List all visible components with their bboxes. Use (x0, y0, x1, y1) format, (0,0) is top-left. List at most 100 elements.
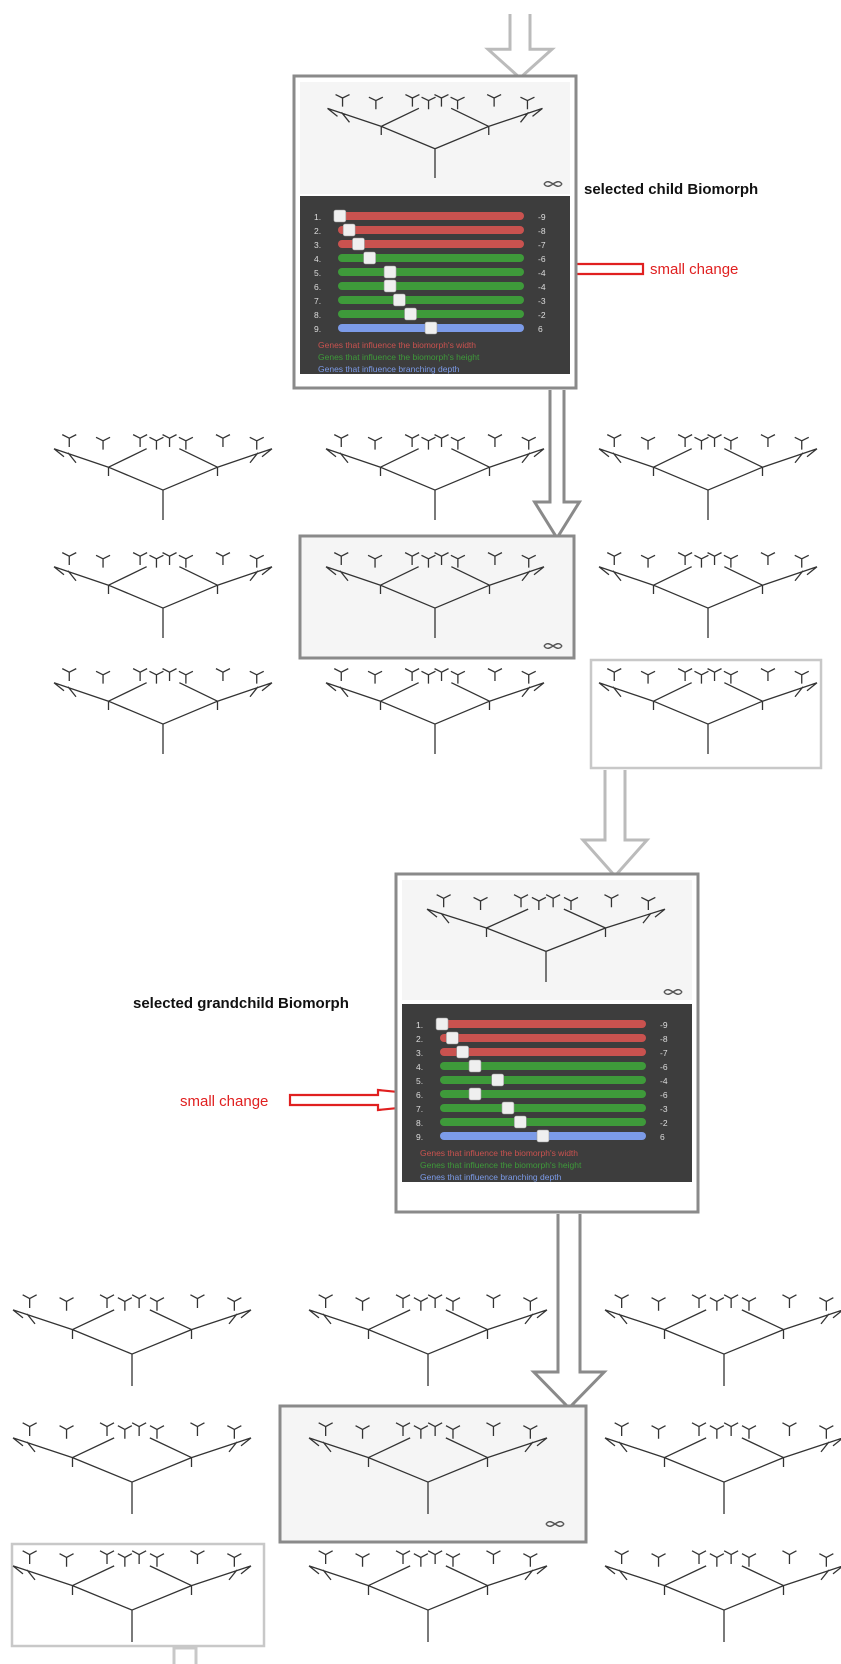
legend-height: Genes that influence the biomorph's heig… (420, 1160, 582, 1170)
biomorph-tree (12, 1294, 252, 1386)
biomorph-tree (327, 93, 543, 178)
gene-index: 7. (314, 296, 321, 306)
gene-slider-track (338, 240, 524, 248)
dna-icon (545, 1521, 565, 1527)
gene-value: -6 (660, 1062, 668, 1072)
legend-width: Genes that influence the biomorph's widt… (318, 340, 476, 350)
gene-value: -2 (660, 1118, 668, 1128)
gene-slider-knob[interactable] (456, 1045, 469, 1059)
gene-panel-grandchild: 1.-92.-83.-74.-65.-46.-67.-38.-29.6Genes… (402, 1004, 692, 1182)
biomorph-tree (426, 894, 666, 982)
to-grandchild-arrow (579, 770, 651, 879)
gene-slider-track (338, 254, 524, 262)
gene-slider-knob[interactable] (446, 1031, 459, 1045)
gene-index: 1. (416, 1020, 423, 1030)
gene-value: -7 (660, 1048, 668, 1058)
biomorph-tree (604, 1294, 841, 1386)
biomorph-tree (604, 1422, 841, 1514)
biomorph-tree (308, 1294, 548, 1386)
dna-icon (543, 643, 563, 649)
gene-value: -7 (538, 240, 546, 250)
gene-slider-track (440, 1034, 646, 1042)
gene-value: -9 (538, 212, 546, 222)
gene-value: -9 (660, 1020, 668, 1030)
gene-value: -3 (660, 1104, 668, 1114)
biomorph-tree (53, 552, 273, 638)
biomorph-tree (598, 552, 818, 638)
gene-slider-knob[interactable] (501, 1101, 515, 1115)
gene-value: 6 (660, 1132, 665, 1142)
gene-slider-knob[interactable] (383, 279, 397, 293)
gene-value: 6 (538, 324, 543, 334)
gene-slider-track (440, 1090, 646, 1098)
gene-slider-knob[interactable] (468, 1059, 482, 1073)
gene-slider-knob[interactable] (333, 209, 347, 223)
gene-slider-knob[interactable] (435, 1017, 449, 1031)
gene-slider-knob[interactable] (383, 265, 397, 279)
biomorph-tree (53, 434, 273, 520)
gene-slider-knob[interactable] (352, 237, 365, 251)
legend-depth: Genes that influence branching depth (420, 1172, 562, 1182)
gene-index: 2. (416, 1034, 423, 1044)
gene-slider-track (338, 296, 524, 304)
gene-index: 3. (416, 1048, 423, 1058)
legend-width: Genes that influence the biomorph's widt… (420, 1148, 578, 1158)
gene-value: -8 (660, 1034, 668, 1044)
biomorph-trees-layer (12, 93, 841, 1642)
dna-icon (543, 181, 563, 187)
biomorph-tree (308, 1550, 548, 1642)
gene-value: -4 (660, 1076, 668, 1086)
chosen-grandchild-frame (10, 1542, 266, 1648)
gene-slider-knob[interactable] (424, 321, 438, 335)
gene-value: -6 (538, 254, 546, 264)
biomorph-tree (604, 1550, 841, 1642)
biomorph-tree (325, 434, 545, 520)
gene-slider-knob[interactable] (514, 1115, 527, 1129)
gene-index: 5. (416, 1076, 423, 1086)
selected-offspring-frame (298, 534, 576, 660)
gene-value: -3 (538, 296, 546, 306)
gene-slider-track (440, 1104, 646, 1112)
gene-slider-knob[interactable] (363, 251, 376, 265)
biomorph-tree (598, 668, 818, 754)
gene-index: 8. (314, 310, 321, 320)
biomorph-tree (325, 552, 545, 638)
gene-slider-track (338, 310, 524, 318)
biomorph-tree (12, 1422, 252, 1514)
chosen-child-frame (589, 658, 823, 770)
outgoing-arrow (172, 1646, 198, 1664)
gene-panels-layer: 1.-92.-83.-74.-65.-46.-47.-38.-29.6Genes… (300, 196, 692, 1182)
gene-index: 6. (416, 1090, 423, 1100)
gene-slider-track (338, 226, 524, 234)
gene-index: 6. (314, 282, 321, 292)
child-to-offspring-arrow (531, 390, 583, 541)
gene-index: 8. (416, 1118, 423, 1128)
gene-slider-track (338, 268, 524, 276)
small-change-label-1: small change (650, 261, 738, 278)
gene-slider-track (440, 1118, 646, 1126)
gene-slider-knob[interactable] (393, 293, 406, 307)
gene-value: -4 (538, 282, 546, 292)
small-change-label-2: small change (180, 1093, 268, 1110)
gene-slider-knob[interactable] (468, 1087, 482, 1101)
biomorph-tree (598, 434, 818, 520)
gene-index: 4. (314, 254, 321, 264)
gene-slider-knob[interactable] (491, 1073, 504, 1087)
gene-slider-track (440, 1076, 646, 1084)
gene-index: 1. (314, 212, 321, 222)
gene-index: 7. (416, 1104, 423, 1114)
biomorph-tree (53, 668, 273, 754)
gene-slider-track (338, 282, 524, 290)
gene-slider-track (338, 212, 524, 220)
gene-slider-knob[interactable] (536, 1129, 550, 1143)
gene-slider-knob[interactable] (342, 223, 356, 237)
biomorph-tree (308, 1422, 548, 1514)
gene-slider-knob[interactable] (404, 307, 417, 321)
gene-slider-track (440, 1020, 646, 1028)
selected-offspring-frame-2 (278, 1404, 588, 1544)
incoming-arrow (484, 14, 556, 81)
gene-value: -4 (538, 268, 546, 278)
gene-panel-child: 1.-92.-83.-74.-65.-46.-47.-38.-29.6Genes… (300, 196, 570, 374)
selected-grandchild-label: selected grandchild Biomorph (133, 995, 349, 1012)
